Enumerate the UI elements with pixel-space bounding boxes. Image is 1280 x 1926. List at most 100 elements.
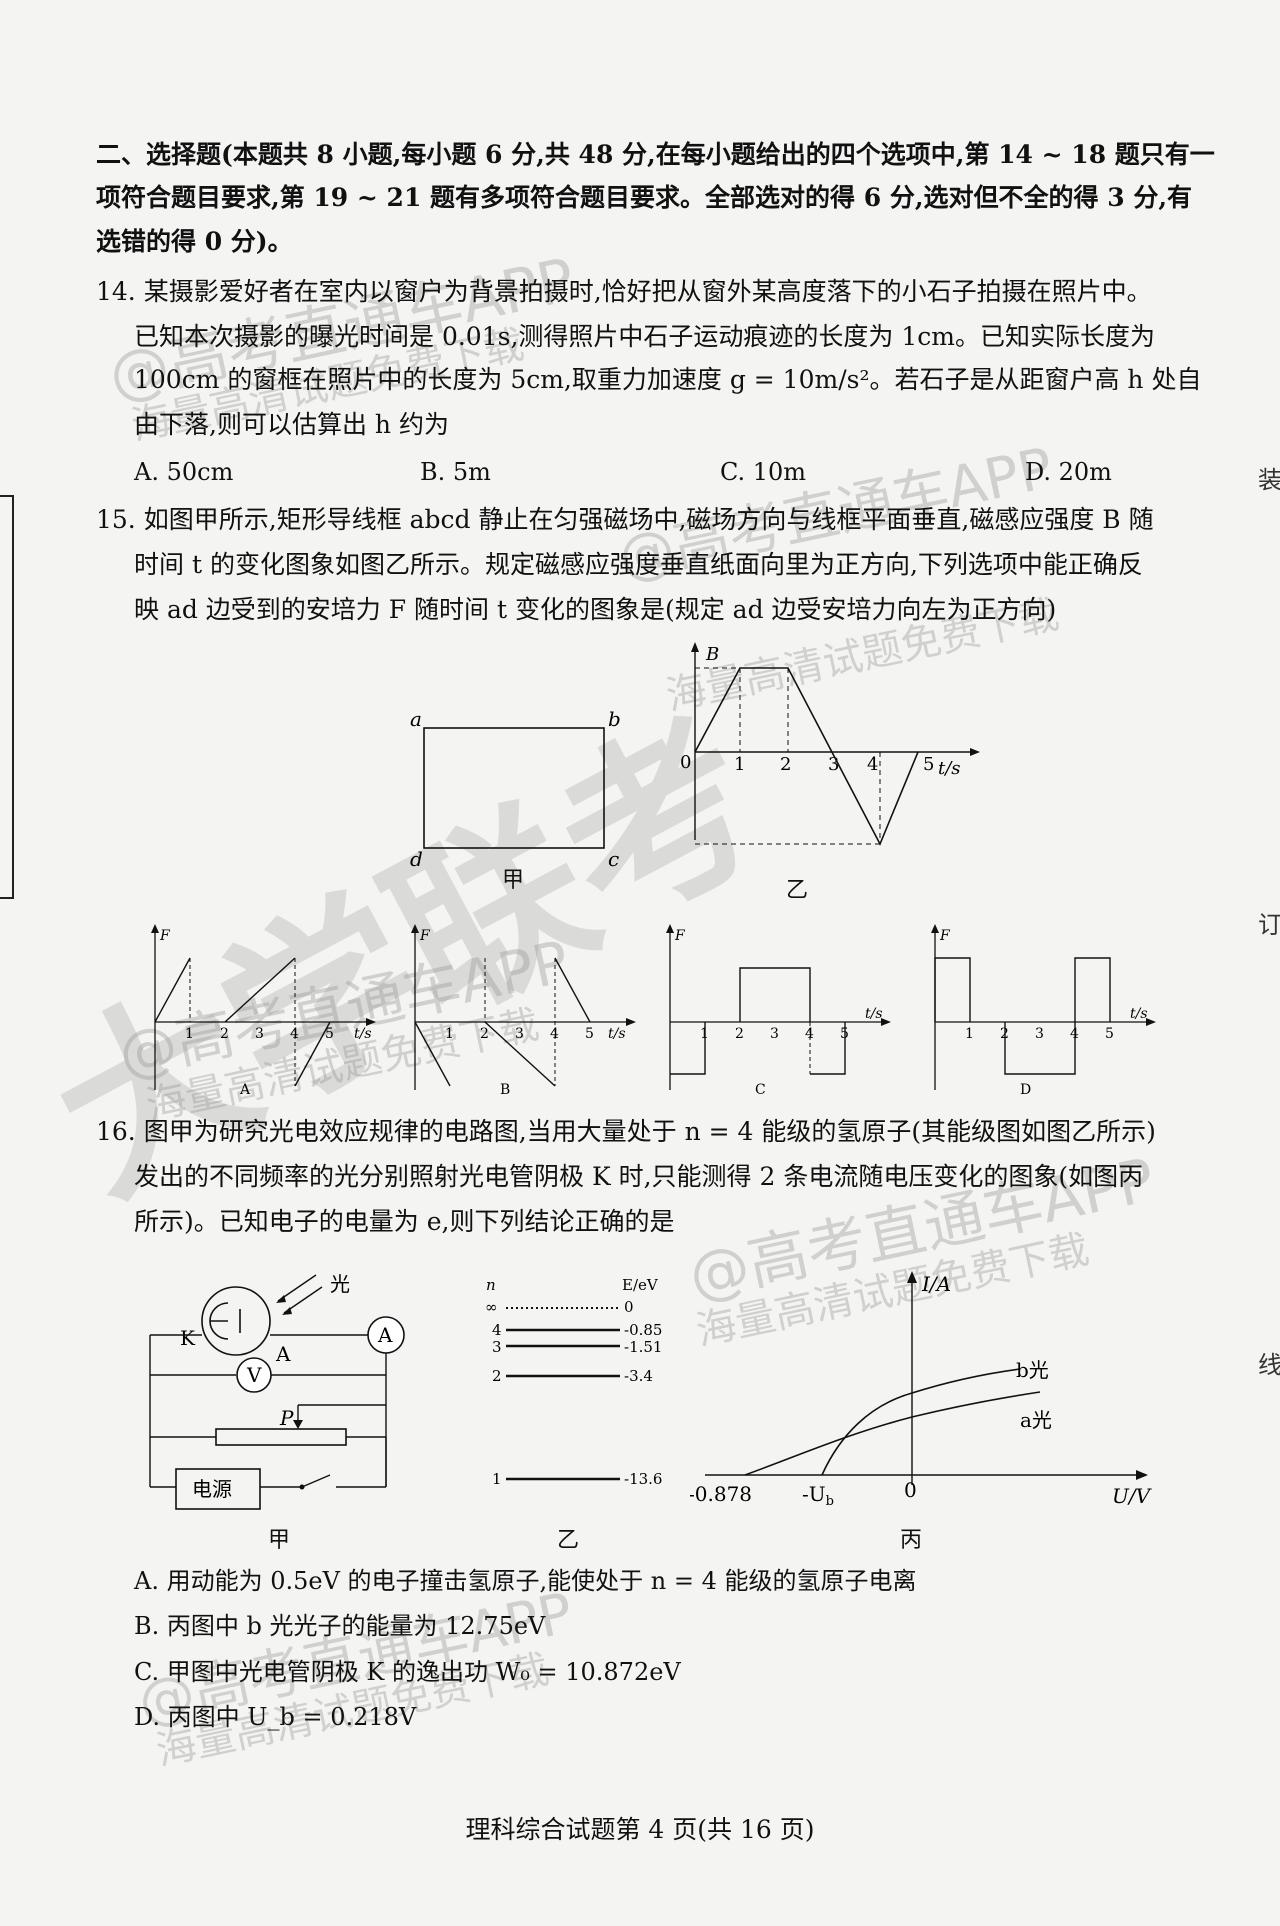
- q15-line: 时间 t 的变化图象如图乙所示。规定磁感应强度垂直纸面向里为正方向,下列选项中能…: [134, 550, 1143, 579]
- ammeter-label: A: [377, 1323, 393, 1347]
- opt-tick: 5: [325, 1026, 334, 1042]
- yi-tick: 3: [828, 754, 839, 775]
- section-header-line: 选错的得 0 分)。: [96, 227, 293, 256]
- q16-option-a: A. 用动能为 0.5eV 的电子撞击氢原子,能使处于 n = 4 能级的氢原子…: [134, 1567, 917, 1595]
- yi-tick: 1: [734, 754, 745, 775]
- opt-tick: 3: [1035, 1026, 1044, 1042]
- q16-line: 所示)。已知电子的电量为 e,则下列结论正确的是: [134, 1207, 675, 1236]
- level-n: 3: [492, 1338, 502, 1356]
- level-n: 4: [492, 1321, 502, 1339]
- figure-energy-levels: n E/eV ∞ 0 4 -0.85 3 -1.51 2 -3.4 1 -13.…: [485, 1276, 662, 1488]
- yi-axis-t: t/s: [938, 758, 961, 779]
- q15-line: 15. 如图甲所示,矩形导线框 abcd 静止在匀强磁场中,磁场方向与线框平面垂…: [96, 505, 1154, 534]
- option-letter: C: [755, 1082, 766, 1098]
- option-letter: B: [500, 1082, 510, 1098]
- opt-axis-t: t/s: [354, 1026, 372, 1042]
- q16-option-d: D. 丙图中 U_b = 0.218V: [134, 1703, 417, 1731]
- opt-axis-t: t/s: [608, 1026, 626, 1042]
- opt-tick: 4: [805, 1026, 814, 1042]
- opt-tick: 3: [515, 1026, 524, 1042]
- figure-caption: 甲: [502, 868, 525, 893]
- level-n: ∞: [485, 1298, 498, 1316]
- opt-tick: 4: [550, 1026, 559, 1042]
- iv-u2-label: -Ub: [802, 1482, 834, 1509]
- q15-line: 映 ad 边受到的安培力 F 随时间 t 变化的图象是(规定 ad 边受安培力向…: [134, 595, 1057, 624]
- q14-option-b: B. 5m: [420, 458, 491, 486]
- opt-tick: 3: [770, 1026, 779, 1042]
- opt-axis-f: F: [159, 928, 171, 944]
- frame-label-a: a: [410, 707, 422, 731]
- figure-caption: 乙: [786, 878, 809, 903]
- q14-line: 由下落,则可以估算出 h 约为: [134, 410, 449, 439]
- opt-tick: 3: [255, 1026, 264, 1042]
- iv-axis-u: U/V: [1112, 1484, 1153, 1508]
- yi-origin: 0: [680, 752, 691, 773]
- q16-line: 发出的不同频率的光分别照射光电管阴极 K 时,只能测得 2 条电流随电压变化的图…: [134, 1162, 1144, 1191]
- levels-e-label: E/eV: [622, 1276, 659, 1294]
- q16-option-c: C. 甲图中光电管阴极 K 的逸出功 W₀ = 10.872eV: [134, 1658, 681, 1686]
- iv-a-label: a光: [1020, 1408, 1052, 1432]
- margin-char: 订: [1258, 911, 1280, 939]
- yi-tick: 2: [780, 754, 791, 775]
- yi-tick: 4: [867, 754, 878, 775]
- cathode-label: K: [180, 1326, 196, 1350]
- level-e: 0: [624, 1298, 634, 1316]
- light-label: 光: [330, 1272, 350, 1296]
- iv-u1-label: -0.878: [690, 1482, 752, 1506]
- q14-line: 已知本次摄影的曝光时间是 0.01s,测得照片中石子运动痕迹的长度为 1cm。已…: [134, 322, 1155, 351]
- opt-axis-f: F: [674, 928, 686, 944]
- margin-char: 线: [1258, 1351, 1280, 1379]
- opt-tick: 4: [290, 1026, 299, 1042]
- q15-option-b-graph: F t/s 1 2 3 4 5 B: [411, 924, 636, 1098]
- level-e: -1.51: [624, 1338, 662, 1356]
- opt-tick: 5: [1105, 1026, 1114, 1042]
- q15-option-d-graph: F t/s 1 2 3 4 5 D: [931, 924, 1156, 1098]
- opt-tick: 2: [735, 1026, 744, 1042]
- figure-iv-curves: I/A U/V 0 b光 a光 -0.878 -Ub: [690, 1271, 1153, 1509]
- option-letter: A: [239, 1082, 251, 1098]
- margin-char: 装: [1258, 466, 1280, 494]
- q14-option-c: C. 10m: [720, 458, 807, 486]
- opt-tick: 1: [965, 1026, 974, 1042]
- opt-axis-t: t/s: [1130, 1006, 1148, 1022]
- anode-label: A: [275, 1342, 291, 1366]
- yi-tick: 5: [923, 754, 934, 775]
- section-header-line: 项符合题目要求,第 19 ~ 21 题有多项符合题目要求。全部选对的得 6 分,…: [96, 183, 1193, 212]
- level-e: -0.85: [624, 1321, 662, 1339]
- opt-tick: 1: [185, 1026, 194, 1042]
- level-n: 2: [492, 1367, 502, 1385]
- opt-tick: 2: [480, 1026, 489, 1042]
- option-letter: D: [1020, 1082, 1031, 1098]
- figure-caption: 丙: [900, 1528, 923, 1553]
- opt-axis-t: t/s: [865, 1006, 883, 1022]
- q15-option-a-graph: F t/s 1 2 3 4 5 A: [151, 924, 376, 1098]
- figure-caption: 乙: [557, 1528, 580, 1553]
- q16-line: 16. 图甲为研究光电效应规律的电路图,当用大量处于 n = 4 能级的氢原子(…: [96, 1117, 1156, 1146]
- level-e: -13.6: [624, 1470, 662, 1488]
- q14-line: 14. 某摄影爱好者在室内以窗户为背景拍摄时,恰好把从窗外某高度落下的小石子拍摄…: [96, 277, 1152, 306]
- power-label: 电源: [192, 1477, 232, 1501]
- page-footer: 理科综合试题第 4 页(共 16 页): [465, 1815, 815, 1844]
- figure-caption: 甲: [268, 1528, 291, 1553]
- section-header-line: 二、选择题(本题共 8 小题,每小题 6 分,共 48 分,在每小题给出的四个选…: [96, 140, 1215, 169]
- opt-axis-f: F: [419, 928, 431, 944]
- q14-line: 100cm 的窗框在照片中的长度为 5cm,取重力加速度 g = 10m/s²。…: [134, 365, 1202, 394]
- q16-option-b: B. 丙图中 b 光光子的能量为 12.75eV: [134, 1612, 546, 1640]
- opt-tick: 1: [445, 1026, 454, 1042]
- frame-label-d: d: [410, 847, 423, 871]
- level-n: 1: [492, 1470, 502, 1488]
- iv-axis-i: I/A: [921, 1272, 951, 1296]
- voltmeter-label: V: [246, 1363, 262, 1387]
- slider-label: P: [279, 1406, 294, 1430]
- iv-b-label: b光: [1016, 1358, 1049, 1382]
- frame-label-c: c: [608, 847, 619, 871]
- opt-tick: 2: [220, 1026, 229, 1042]
- level-e: -3.4: [624, 1367, 653, 1385]
- iv-origin: 0: [904, 1478, 917, 1502]
- opt-axis-f: F: [939, 928, 951, 944]
- figure-circuit: 光 K A A V P 电源: [149, 1272, 405, 1510]
- frame-label-b: b: [608, 707, 621, 731]
- q14-option-d: D. 20m: [1025, 458, 1112, 486]
- levels-n-label: n: [486, 1276, 496, 1294]
- q15-option-c-graph: F t/s 1 2 3 4 5 C: [666, 924, 891, 1098]
